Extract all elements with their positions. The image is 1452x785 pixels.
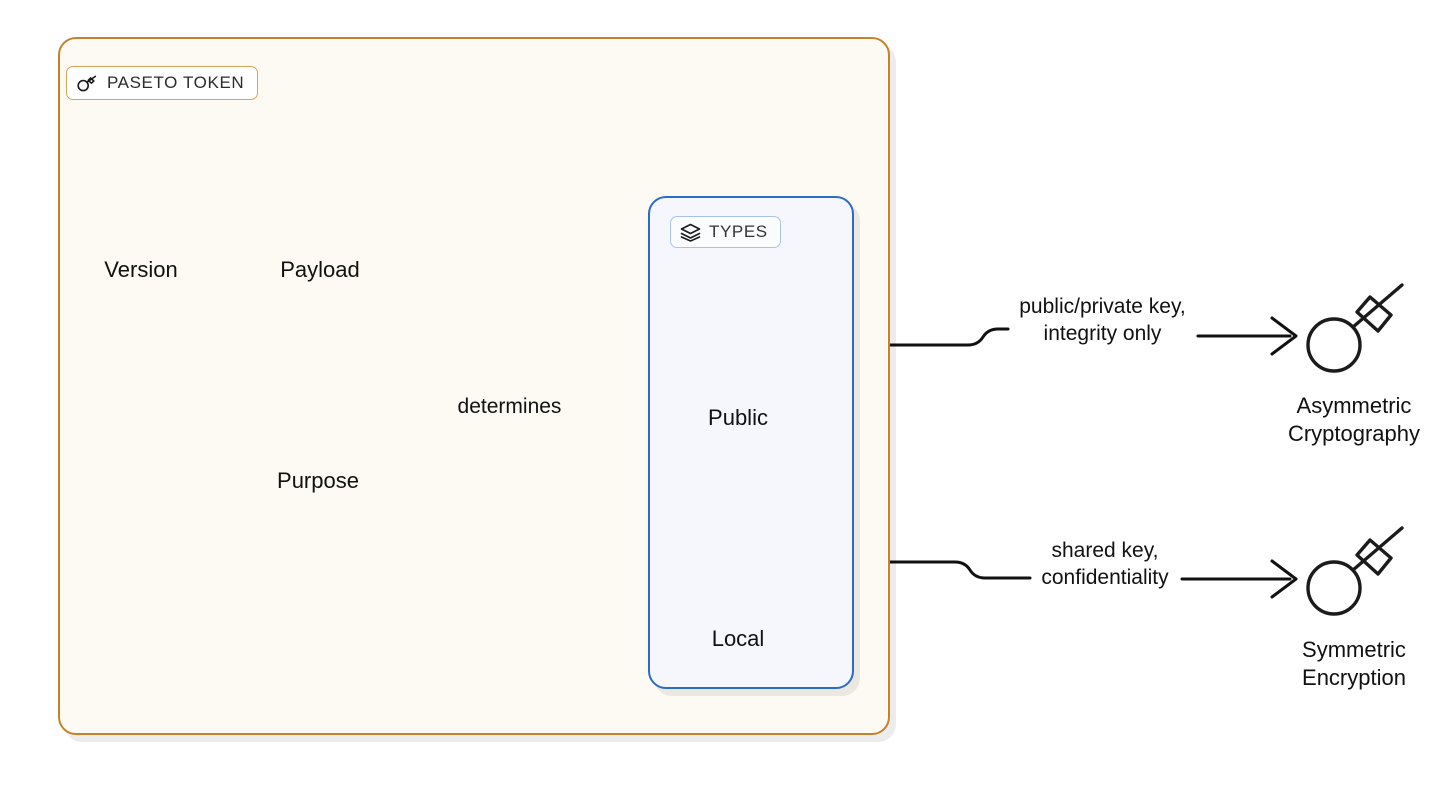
key-icon — [1306, 283, 1404, 373]
edge-label-public-asymmetric-line1: public/private key, — [1019, 295, 1186, 318]
layers-icon — [680, 223, 701, 242]
node-label-symmetric: Symmetric Encryption — [1254, 636, 1452, 691]
node-label-purpose: Purpose — [277, 468, 359, 493]
node-label-asymmetric: Asymmetric Cryptography — [1254, 392, 1452, 447]
edge-label-public-asymmetric-line2: integrity only — [1043, 321, 1162, 345]
types-badge-label: TYPES — [709, 222, 768, 241]
edge-label-local-symmetric-line1: shared key, — [1051, 539, 1159, 562]
node-label-symmetric-line1: Symmetric — [1302, 637, 1406, 662]
node-label-version: Version — [104, 257, 178, 282]
types-badge[interactable]: TYPES — [670, 216, 781, 248]
key-icon — [77, 75, 98, 92]
node-label-payload: Payload — [280, 257, 360, 282]
types-group — [648, 196, 854, 689]
arrow-to-asymmetric-key — [1196, 316, 1298, 356]
key-icon — [1306, 526, 1404, 616]
paseto-token-badge-label: PASETO TOKEN — [107, 73, 245, 92]
edge-label-local-symmetric-line2: confidentiality — [1041, 565, 1169, 589]
paseto-token-badge[interactable]: PASETO TOKEN — [66, 66, 259, 100]
edge-local-to-symmetric — [784, 560, 1032, 580]
node-label-symmetric-line2: Encryption — [1302, 664, 1406, 690]
node-label-asymmetric-line1: Asymmetric — [1296, 393, 1412, 418]
node-label-public: Public — [708, 405, 768, 430]
edge-label-public-asymmetric: public/private key, integrity only — [1005, 294, 1200, 348]
edge-public-to-asymmetric — [784, 327, 1010, 347]
node-label-asymmetric-line2: Cryptography — [1287, 420, 1421, 446]
edge-label-local-symmetric: shared key, confidentiality — [1025, 538, 1185, 592]
node-label-local: Local — [711, 626, 765, 651]
arrow-to-symmetric-key — [1180, 559, 1298, 599]
edge-label-determines: determines — [457, 395, 562, 418]
